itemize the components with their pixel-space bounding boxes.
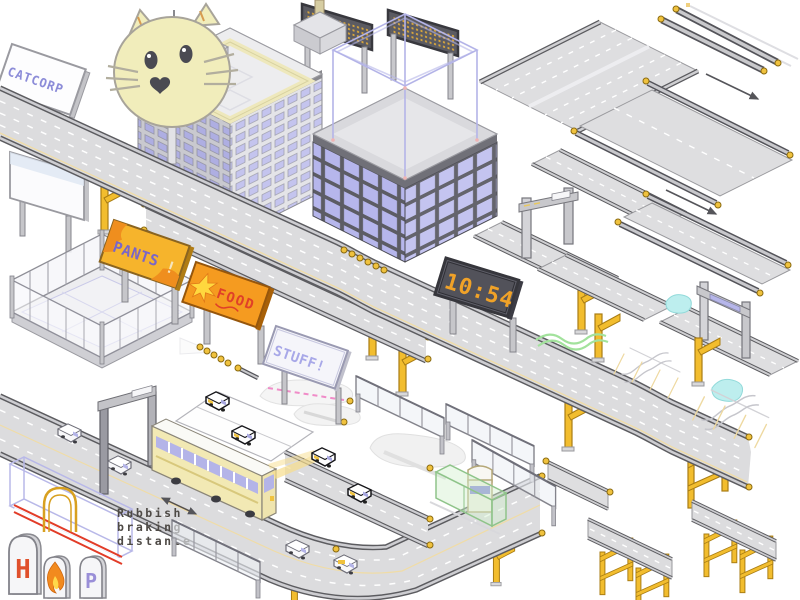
cat-logo [105, 2, 239, 165]
lower-road [0, 393, 546, 600]
city-bus [150, 418, 278, 522]
shelter-kiosk [467, 465, 493, 513]
gantry-frame [696, 281, 751, 359]
cyan-blob [711, 378, 743, 402]
flame-stone [43, 555, 71, 599]
road-slab-2-lane [570, 73, 794, 209]
tunnel-arch-icon [42, 486, 78, 532]
fenced-enclosure [9, 229, 195, 369]
braking-distance-arrow [160, 497, 198, 515]
headlight-beam-car [268, 447, 336, 479]
barrier-tube [657, 5, 782, 75]
stuff-billboard: STUFF! [261, 324, 352, 425]
clock-billboard: 10:54 [433, 256, 524, 353]
road-flag [542, 457, 614, 511]
bus-shelter [429, 464, 508, 535]
gantry-road-flag [658, 281, 800, 387]
direction-arrow [665, 189, 718, 215]
parking-letter: P [85, 569, 97, 593]
road-flag [536, 253, 674, 363]
rooftop-wireframe [331, 13, 479, 178]
road-flag [614, 189, 792, 297]
cyan-blob [665, 294, 692, 314]
delivery-van [333, 554, 358, 576]
parking-plot [174, 391, 315, 462]
green-squiggle [535, 333, 609, 351]
starburst-icon [188, 272, 219, 304]
gantry-frame [518, 187, 579, 259]
hospital-stone: H [8, 533, 42, 595]
note-line-2: braking [117, 520, 183, 534]
direction-arrow [705, 73, 760, 100]
tunnel-diagram [8, 456, 134, 565]
hospital-letter: H [15, 555, 31, 585]
parking-stone: P [79, 555, 107, 599]
rooftop-pedestal [292, 0, 348, 55]
ghost-pink-dashes [267, 387, 345, 401]
food-billboard: FOOD [181, 260, 275, 365]
note-line-1: Rubbish [117, 506, 183, 520]
gold-marker-balls [179, 337, 260, 381]
road-stub [268, 447, 434, 549]
pants-billboard: PANTS ! [98, 218, 195, 325]
road-table [692, 501, 776, 593]
elevated-highway [0, 85, 753, 491]
road-table [588, 519, 672, 600]
glass-cube-building [311, 13, 499, 263]
ghost-sketch-blob [293, 403, 361, 426]
